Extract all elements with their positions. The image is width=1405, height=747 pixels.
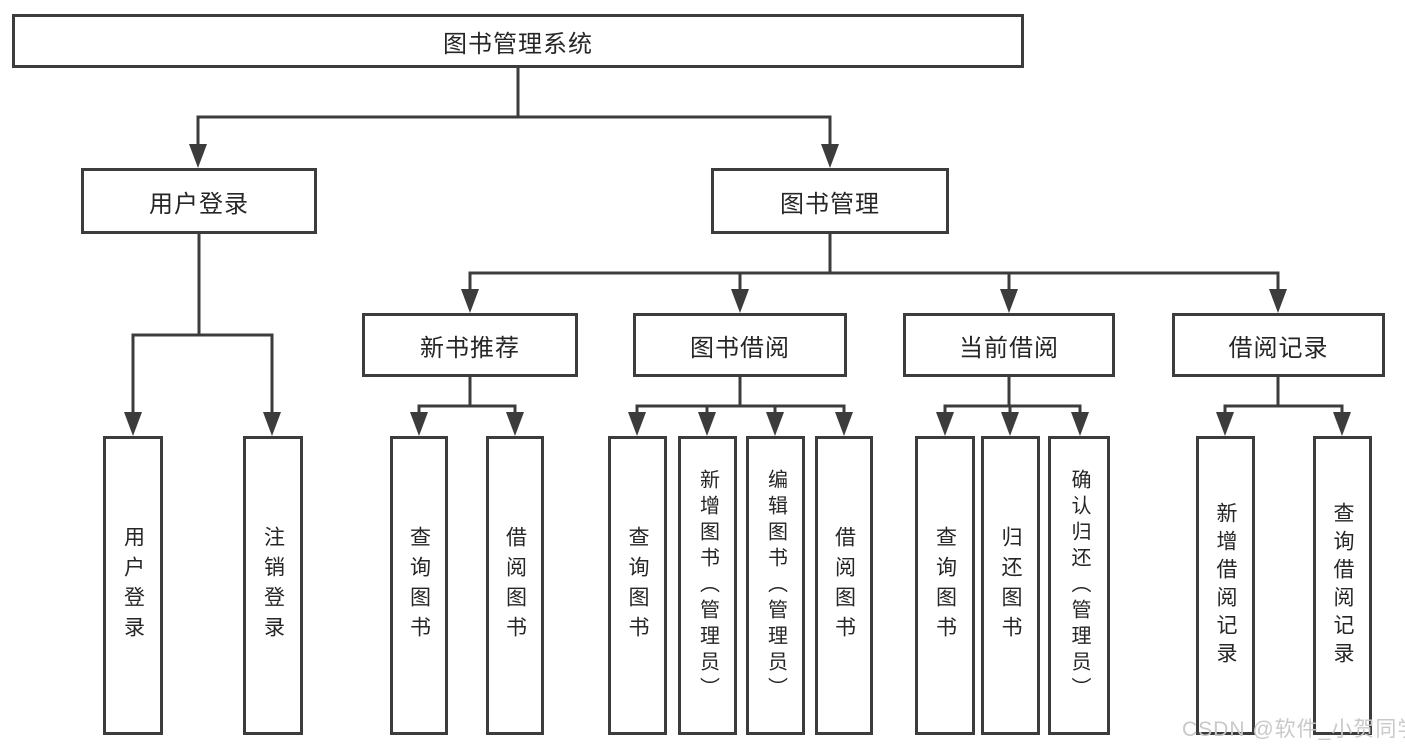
edge-user-login-split	[131, 333, 274, 416]
leaf-query-books-3: 查询图书	[915, 436, 975, 735]
arrow-leaf-query-books-2	[628, 412, 646, 436]
leaf-label: 确认归还（管理员）	[1068, 468, 1090, 703]
leaf-query-books-2: 查询图书	[608, 436, 667, 735]
arrow-leaf-confirm-return	[1071, 412, 1089, 436]
arrow-leaf-borrow-books-1	[506, 412, 524, 436]
node-label: 用户登录	[149, 190, 249, 218]
node-borrow-records: 借阅记录	[1172, 313, 1385, 377]
leaf-label: 编辑图书（管理员）	[764, 468, 787, 703]
arrow-leaf-logout	[263, 412, 281, 436]
node-book-borrow: 图书借阅	[633, 313, 847, 377]
arrow-leaf-add-record	[1216, 412, 1234, 436]
leaf-label: 查询图书	[626, 525, 649, 646]
leaf-return-books: 归还图书	[981, 436, 1040, 735]
leaf-query-books-1: 查询图书	[390, 436, 448, 735]
node-library-management-system: 图书管理系统	[12, 14, 1024, 68]
node-book-management: 图书管理	[711, 168, 949, 234]
leaf-add-books-admin: 新增图书（管理员）	[678, 436, 737, 735]
leaf-borrow-books-1: 借阅图书	[486, 436, 544, 735]
edge-root-split	[196, 115, 832, 150]
node-label: 图书借阅	[690, 334, 790, 362]
leaf-borrow-books-2: 借阅图书	[815, 436, 873, 735]
arrow-borrow-records	[1269, 289, 1287, 313]
leaf-label: 新增图书（管理员）	[696, 468, 719, 703]
arrow-leaf-borrow-books-2	[835, 412, 853, 436]
leaf-label: 新增借阅记录	[1214, 501, 1237, 670]
edge-book-management-split	[468, 271, 1280, 295]
leaf-label: 注销登录	[261, 525, 285, 646]
edge-current-split	[943, 404, 1082, 416]
leaf-add-borrow-record: 新增借阅记录	[1196, 436, 1255, 735]
leaf-label: 查询图书	[933, 525, 957, 646]
arrow-leaf-add-books	[698, 412, 716, 436]
edge-recommend-split	[417, 404, 517, 416]
leaf-label: 查询借阅记录	[1331, 501, 1354, 670]
arrow-leaf-query-books-1	[410, 412, 428, 436]
node-user-login: 用户登录	[81, 168, 317, 234]
arrow-leaf-user-login	[124, 412, 142, 436]
arrow-new-book-recommend	[461, 289, 479, 313]
leaf-label: 查询图书	[407, 525, 431, 646]
watermark: CSDN @软件_小贺同学	[1182, 718, 1405, 741]
arrow-user-login	[189, 144, 207, 168]
edge-records-split	[1223, 404, 1344, 416]
edge-borrow-split	[635, 404, 846, 416]
leaf-query-borrow-record: 查询借阅记录	[1313, 436, 1372, 735]
node-label: 图书管理	[780, 190, 880, 218]
node-new-book-recommend: 新书推荐	[362, 313, 578, 377]
node-label: 新书推荐	[420, 334, 520, 362]
leaf-logout: 注销登录	[243, 436, 303, 735]
node-label: 当前借阅	[959, 334, 1059, 362]
node-label: 借阅记录	[1228, 334, 1329, 362]
arrow-leaf-edit-books	[766, 412, 784, 436]
leaf-label: 借阅图书	[503, 525, 527, 646]
leaf-label: 用户登录	[121, 525, 145, 646]
node-current-borrow: 当前借阅	[903, 313, 1115, 377]
leaf-label: 借阅图书	[832, 525, 856, 646]
arrow-book-management	[821, 144, 839, 168]
arrow-current-borrow	[1000, 289, 1018, 313]
leaf-user-login: 用户登录	[103, 436, 163, 735]
node-label: 图书管理系统	[443, 30, 593, 58]
arrow-leaf-query-record	[1333, 412, 1351, 436]
leaf-label: 归还图书	[999, 525, 1022, 646]
leaf-edit-books-admin: 编辑图书（管理员）	[746, 436, 805, 735]
arrow-book-borrow	[731, 289, 749, 313]
leaf-confirm-return-admin: 确认归还（管理员）	[1048, 436, 1110, 735]
arrow-leaf-return-books	[1001, 412, 1019, 436]
arrow-leaf-query-books-3	[936, 412, 954, 436]
